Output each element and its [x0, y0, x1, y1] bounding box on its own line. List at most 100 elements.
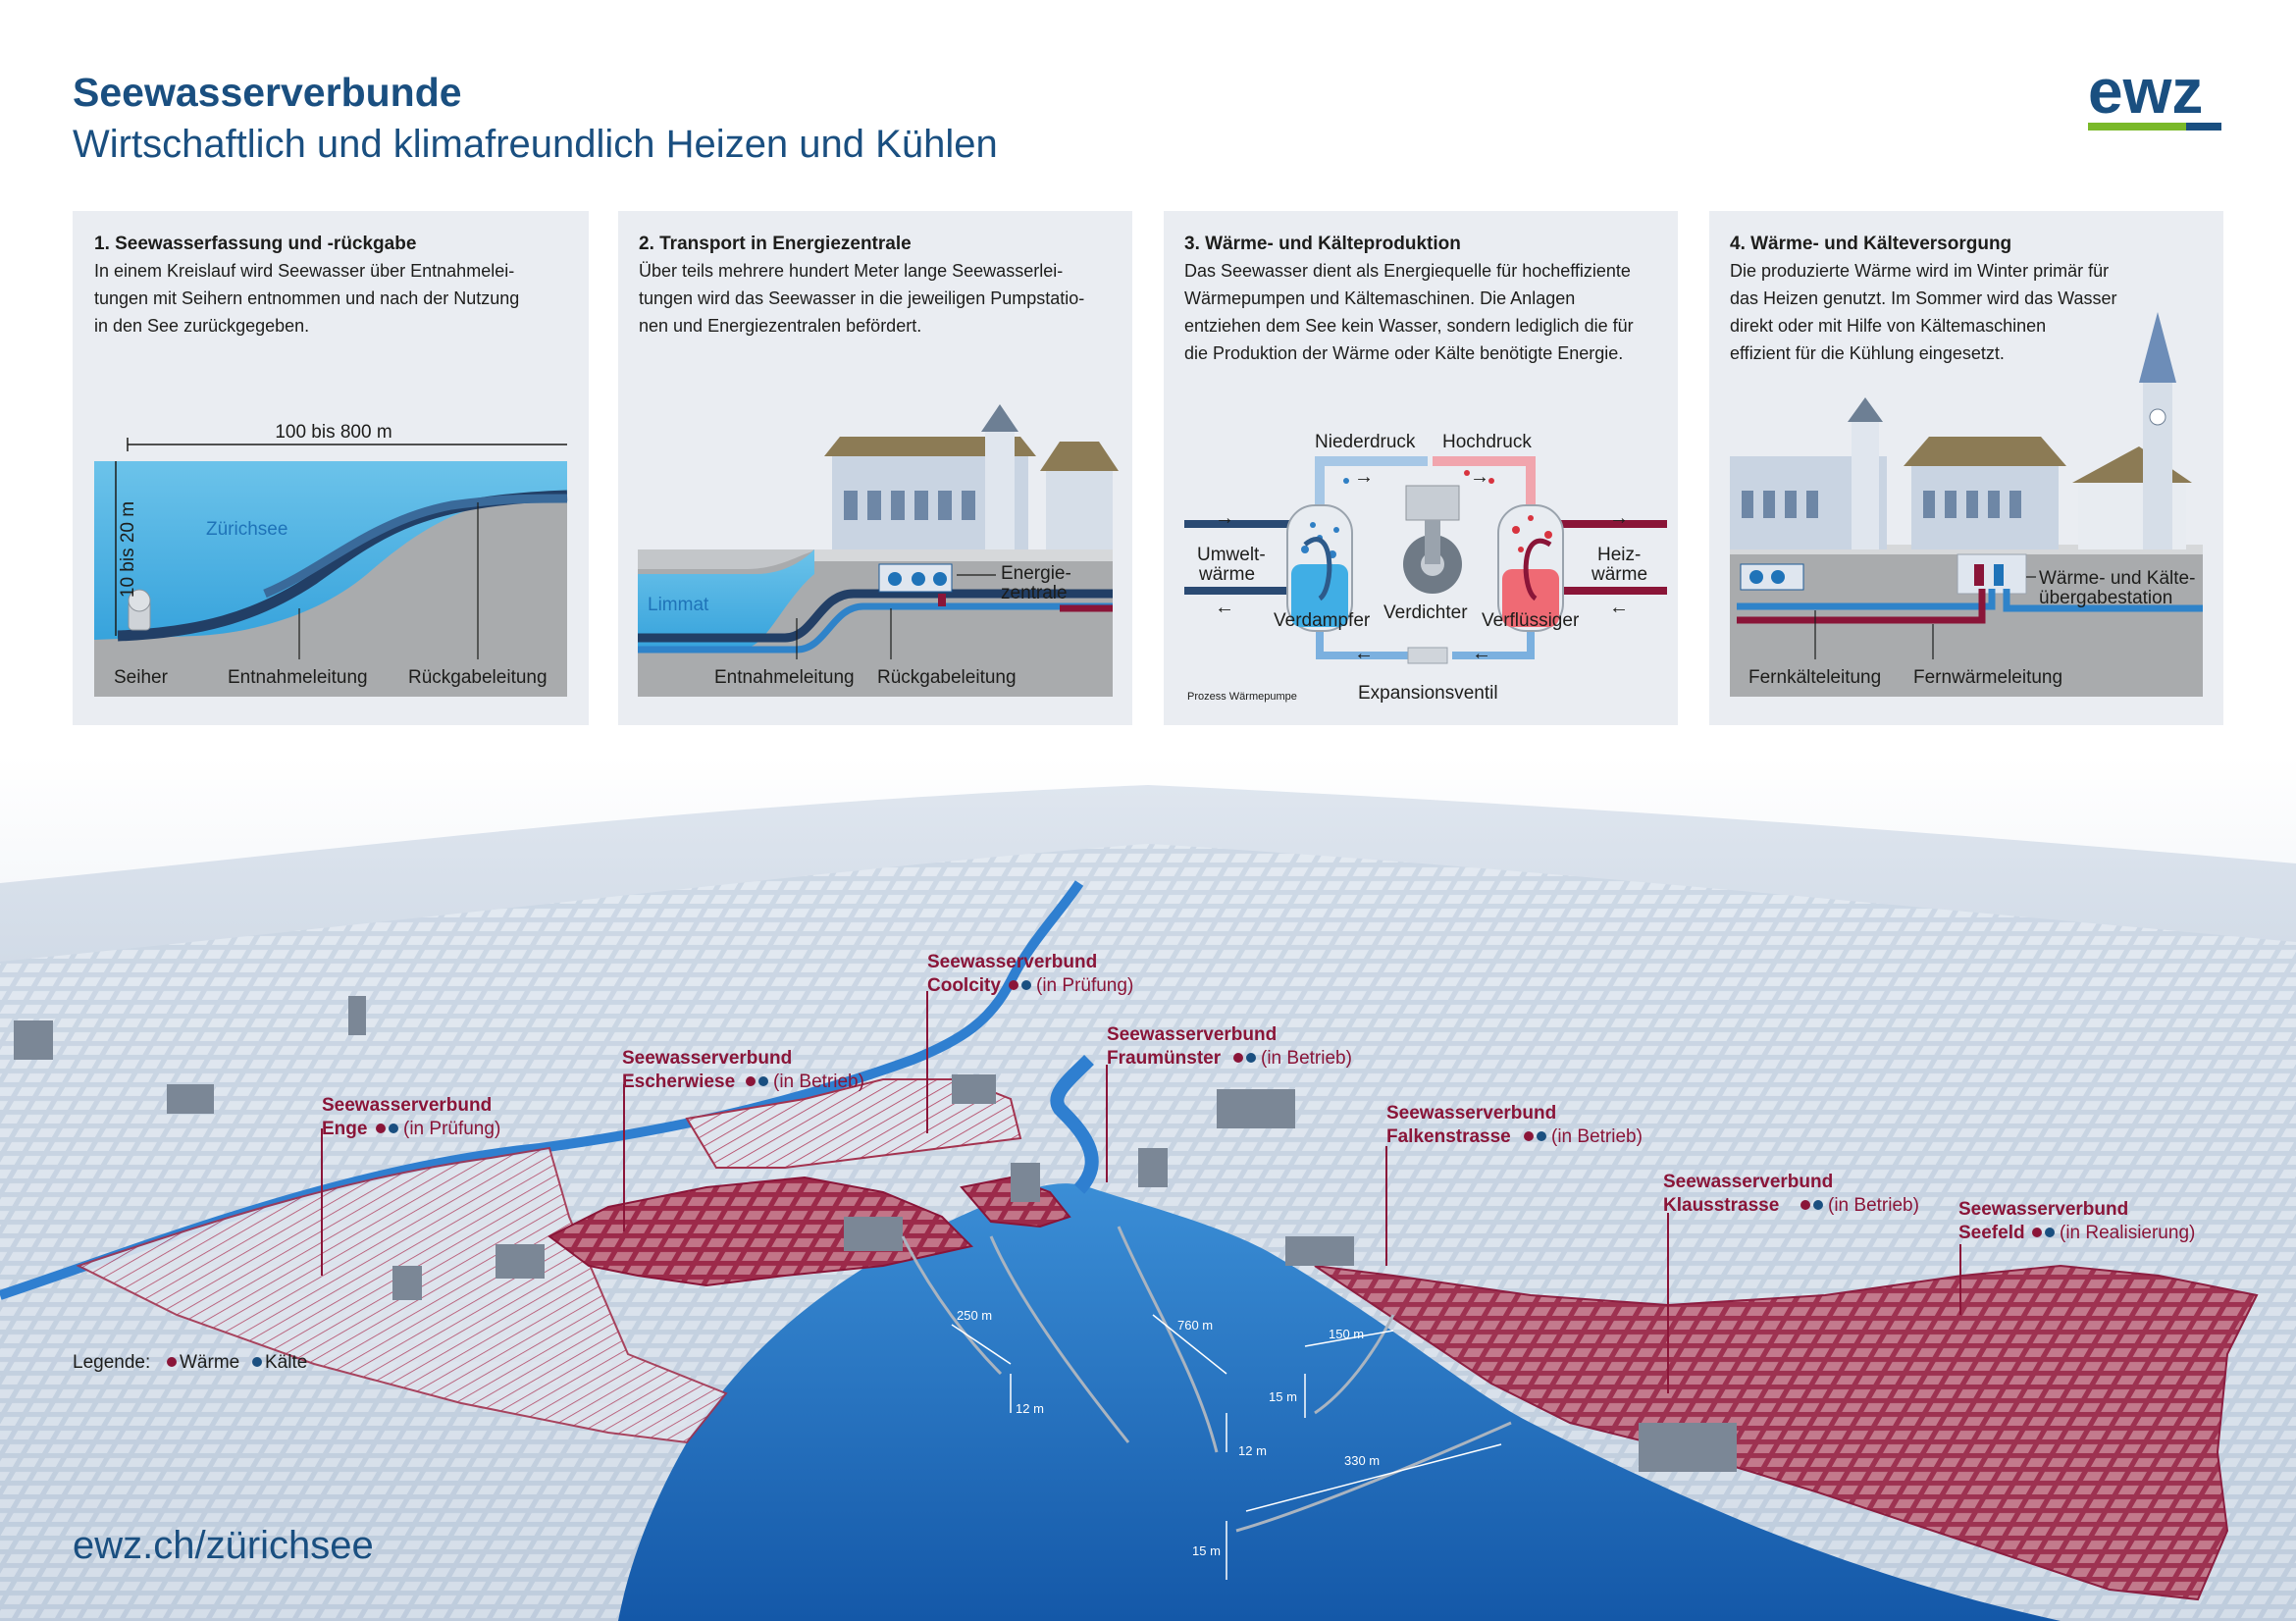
env-heat-label-2: wärme: [1198, 564, 1255, 585]
panel-4-illustration: Wärme- und Kälte- übergabestation Fernkä…: [1730, 312, 2203, 697]
panel-3-line: Wärmepumpen und Kältemaschinen. Die Anla…: [1184, 288, 1575, 308]
cold-line-label: Fernkälteleitung: [1748, 667, 1881, 688]
compressor-label: Verdichter: [1383, 602, 1468, 623]
panel-2-heading: 2. Transport in Energiezentrale: [639, 234, 912, 254]
network-name: Seewasserverbund: [1663, 1172, 1833, 1192]
panel-1-illustration: 100 bis 800 m 10 bis 20 m Zürichsee Seih…: [94, 422, 568, 697]
distance-label: 12 m: [1238, 1443, 1267, 1458]
distance-label: 15 m: [1269, 1389, 1297, 1404]
network-label-klausstrasse: Seewasserverbund Klausstrasse (in Betrie…: [1663, 1172, 1919, 1216]
network-name: Seewasserverbund: [1386, 1103, 1556, 1124]
page-title: Seewasserverbunde: [73, 70, 462, 115]
legend-heat: Wärme: [180, 1352, 239, 1373]
network-place: Coolcity: [927, 975, 1001, 996]
panel-3-line: entziehen dem See kein Wasser, sondern l…: [1184, 316, 1634, 336]
network-place: Enge: [322, 1119, 367, 1139]
network-name: Seewasserverbund: [927, 952, 1097, 972]
station-label-1: Wärme- und Kälte-: [2039, 568, 2195, 589]
heating-label-1: Heiz-: [1597, 545, 1641, 565]
panel-3-illustration: Niederdruck Hochdruck Umwelt- wärme Heiz…: [1184, 432, 1667, 704]
panel-3-text: 3. Wärme- und Kälteproduktion Das Seewas…: [1184, 234, 1634, 363]
panel-1-heading: 1. Seewasserfassung und -rückgabe: [94, 234, 416, 254]
panel-3-heading: 3. Wärme- und Kälteproduktion: [1184, 234, 1461, 254]
panel-2-illustration: Limmat Energie- zentrale Entnahmeleitung…: [638, 404, 1119, 697]
panel-1-line: In einem Kreislauf wird Seewasser über E…: [94, 261, 514, 281]
panel-4-line: das Heizen genutzt. Im Sommer wird das W…: [1730, 288, 2116, 308]
map-legend: Legende: Wärme Kälte: [73, 1352, 307, 1373]
panel-4-heading: 4. Wärme- und Kälteversorgung: [1730, 234, 2011, 254]
network-name: Seewasserverbund: [322, 1095, 492, 1116]
pump-station-icon: [1740, 563, 1804, 591]
website-link[interactable]: ewz.ch/zürichsee: [73, 1524, 374, 1567]
panel-1-line: in den See zurückgegeben.: [94, 316, 309, 336]
compressor-icon: [1403, 485, 1462, 594]
panel-1-text: 1. Seewasserfassung und -rückgabe In ein…: [94, 234, 519, 336]
ewz-logo: ewz: [2088, 56, 2221, 131]
panel-3-line: Das Seewasser dient als Energiequelle fü…: [1184, 261, 1631, 281]
panel-1-line: tungen mit Seihern entnommen und nach de…: [94, 288, 519, 308]
distance-labels: 250 m 12 m 760 m 12 m 150 m 15 m 330 m 1…: [957, 1308, 1380, 1558]
svg-text:←: ←: [1472, 643, 1491, 664]
distance-label: 150 m: [1329, 1327, 1364, 1341]
network-status: (in Betrieb): [1261, 1048, 1352, 1069]
depth-label: 10 bis 20 m: [118, 501, 138, 598]
network-area-coolcity: [685, 1078, 1022, 1169]
p2-return-label: Rückgabeleitung: [877, 667, 1017, 688]
process-caption: Prozess Wärmepumpe: [1187, 691, 1297, 703]
panel-4-line: effizient für die Kühlung eingesetzt.: [1730, 343, 2005, 363]
svg-text:←: ←: [1354, 643, 1374, 664]
high-pressure-label: Hochdruck: [1442, 432, 1532, 452]
env-heat-label-1: Umwelt-: [1197, 545, 1266, 565]
return-label: Rückgabeleitung: [408, 667, 548, 688]
svg-text:→: →: [1470, 466, 1489, 488]
network-status: (in Betrieb): [1551, 1126, 1643, 1147]
network-label-falkenstrasse: Seewasserverbund Falkenstrasse (in Betri…: [1386, 1103, 1643, 1147]
network-place: Fraumünster: [1107, 1048, 1222, 1069]
lake-label: Zürichsee: [206, 519, 287, 540]
svg-text:←: ←: [1609, 597, 1629, 618]
legend-title: Legende:: [73, 1352, 150, 1373]
svg-text:→: →: [1215, 507, 1234, 529]
span-label: 100 bis 800 m: [275, 422, 391, 443]
network-label-enge: Seewasserverbund Enge (in Prüfung): [322, 1095, 500, 1139]
intake-label: Entnahmeleitung: [228, 667, 368, 688]
station-label-2: übergabestation: [2039, 588, 2172, 608]
p2-intake-label: Entnahmeleitung: [714, 667, 855, 688]
network-status: (in Realisierung): [2060, 1223, 2195, 1243]
network-place: Klausstrasse: [1663, 1195, 1779, 1216]
network-status: (in Betrieb): [773, 1072, 864, 1092]
network-status: (in Prüfung): [1036, 975, 1133, 996]
panel-3-line: die Produktion der Wärme oder Kälte benö…: [1184, 343, 1623, 363]
distance-label: 15 m: [1192, 1543, 1221, 1558]
network-place: Escherwiese: [622, 1072, 735, 1092]
network-label-escherwiese: Seewasserverbund Escherwiese (in Betrieb…: [622, 1048, 864, 1092]
panel-4-text: 4. Wärme- und Kälteversorgung Die produz…: [1730, 234, 2116, 363]
page-subtitle: Wirtschaftlich und klimafreundlich Heize…: [73, 123, 998, 166]
city-map: 250 m 12 m 760 m 12 m 150 m 15 m 330 m 1…: [0, 756, 2296, 1621]
center-label-2: zentrale: [1001, 583, 1068, 603]
logo-text: ewz: [2088, 56, 2203, 127]
legend-cold: Kälte: [265, 1352, 307, 1373]
heat-line-label: Fernwärmeleitung: [1913, 667, 2062, 688]
low-pressure-label: Niederdruck: [1315, 432, 1416, 452]
svg-text:←: ←: [1215, 597, 1234, 618]
panel-4-line: Die produzierte Wärme wird im Winter pri…: [1730, 261, 2109, 281]
river-label: Limmat: [648, 595, 709, 615]
pump-icon: [878, 563, 953, 593]
center-label-1: Energie-: [1001, 563, 1071, 584]
network-name: Seewasserverbund: [1107, 1024, 1277, 1045]
distance-label: 760 m: [1177, 1318, 1213, 1333]
panel-4-line: direkt oder mit Hilfe von Kältemaschinen: [1730, 316, 2046, 336]
condenser-label: Verflüssiger: [1482, 610, 1580, 631]
heating-label-2: wärme: [1591, 564, 1647, 585]
panel-2-line: tungen wird das Seewasser in die jeweili…: [639, 288, 1084, 308]
valve-label: Expansionsventil: [1358, 683, 1498, 704]
svg-text:→: →: [1354, 466, 1374, 488]
distance-label: 250 m: [957, 1308, 992, 1323]
network-area-escherwiese: [548, 1176, 973, 1287]
svg-text:→: →: [1609, 507, 1629, 529]
strainer-icon: [128, 589, 151, 631]
network-area-east: [1314, 1264, 2259, 1601]
evaporator-label: Verdampfer: [1274, 610, 1371, 631]
